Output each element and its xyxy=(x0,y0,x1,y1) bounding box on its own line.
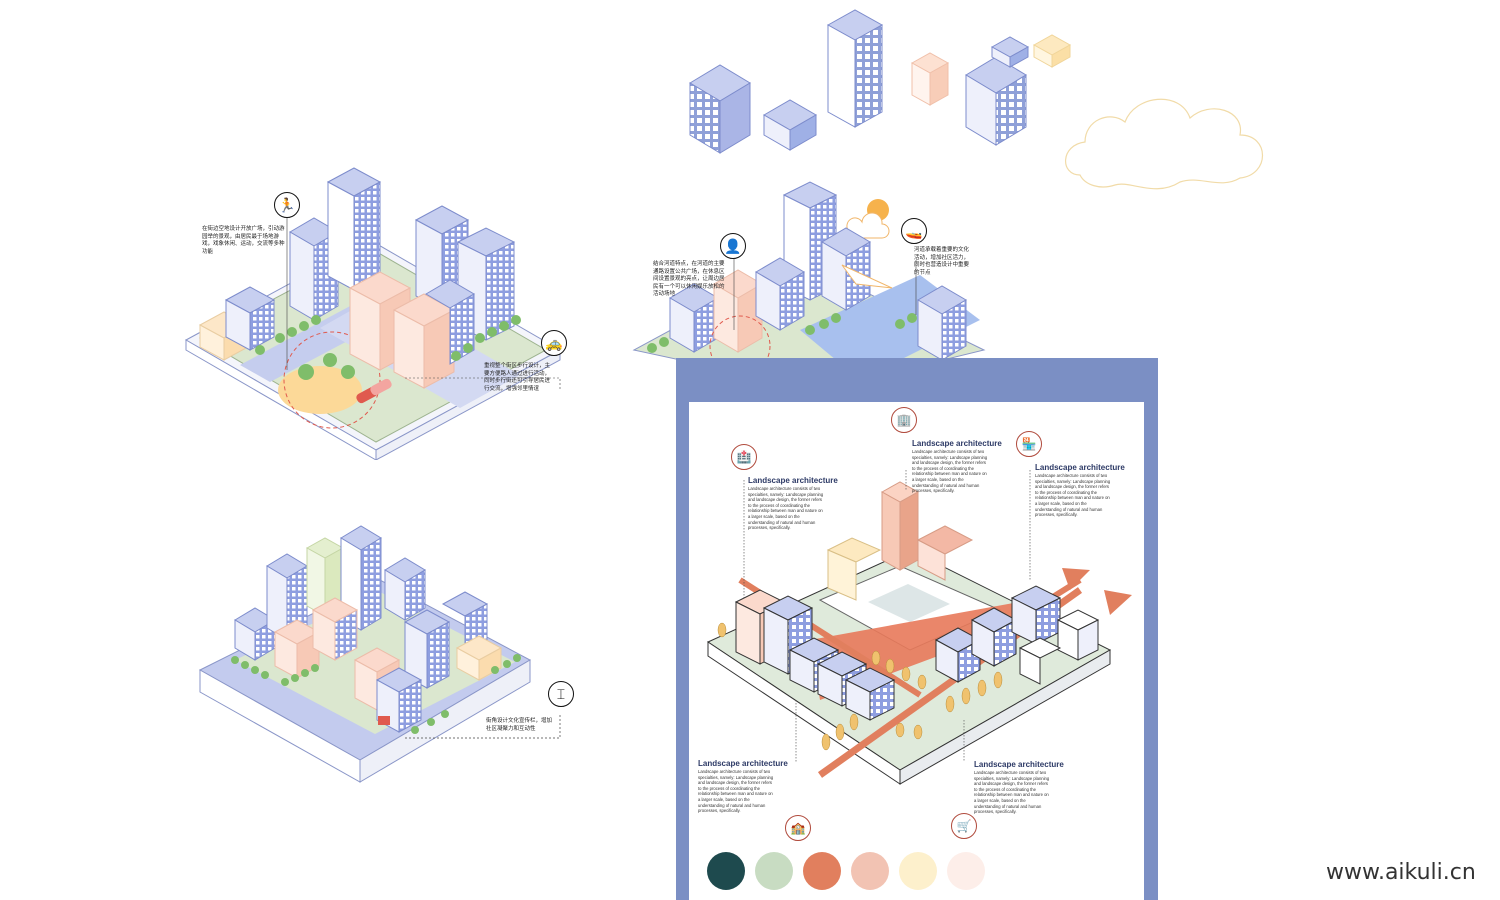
office-building-icon: 🏢 xyxy=(891,407,917,433)
block2-note-right: 河道承载着重要的文化活动，增加社区活力，同时也营造设计中重要的节点 xyxy=(914,247,970,276)
swatch-peach xyxy=(851,852,889,890)
school-icon: 🏫 xyxy=(785,815,811,841)
swatch-sage xyxy=(755,852,793,890)
shop-icon: 🏪 xyxy=(1016,431,1042,457)
signboard-icon: ⌶ xyxy=(548,681,574,707)
isometric-block-1 xyxy=(184,167,562,460)
runner-icon: 🏃 xyxy=(274,192,300,218)
hospital-icon: 🏥 xyxy=(731,444,757,470)
watermark: www.aikuli.cn xyxy=(1326,860,1476,885)
label-2-title: Landscape architecture xyxy=(912,439,1002,448)
label-4-body: Landscape architecture consists of two s… xyxy=(698,769,774,814)
label-1-body: Landscape architecture consists of two s… xyxy=(748,486,824,531)
swatch-coral xyxy=(803,852,841,890)
floating-buildings xyxy=(689,9,1072,154)
taxi-icon: 🚕 xyxy=(541,330,567,356)
label-3-body: Landscape architecture consists of two s… xyxy=(1035,473,1111,518)
label-1-title: Landscape architecture xyxy=(748,476,838,485)
boat-icon: 🚤 xyxy=(901,218,927,244)
swatch-blush xyxy=(947,852,985,890)
label-4-title: Landscape architecture xyxy=(698,759,788,768)
label-5-title: Landscape architecture xyxy=(974,760,1064,769)
label-2-body: Landscape architecture consists of two s… xyxy=(912,449,988,494)
block1-note-right: 重视整个街区步行设计，主要方便路人通过进行活动，同时步行街还可引导居民进行交流，… xyxy=(484,363,551,392)
isometric-block-2 xyxy=(632,181,986,390)
label-5-body: Landscape architecture consists of two s… xyxy=(974,770,1050,815)
swatch-dark-teal xyxy=(707,852,745,890)
swatch-cream xyxy=(899,852,937,890)
block2-note-left: 结合河道特点，在河道的主要通路设置公共广场，在休息区间设置景观的亮点，让周边居民… xyxy=(653,261,725,297)
block1-note-top: 在街边空地设计开放广场，引动游园举的景观，由居民最于场地游戏，戏象休闲、运动，交… xyxy=(202,226,285,255)
market-icon: 🛒 xyxy=(951,813,977,839)
label-3-title: Landscape architecture xyxy=(1035,463,1125,472)
isometric-block-3 xyxy=(198,525,561,783)
block3-note: 街角设计文化宣传栏，增加社区凝聚力和互动性 xyxy=(486,718,553,732)
poster-isometric-map xyxy=(706,470,1132,785)
person-icon: 👤 xyxy=(720,233,746,259)
cloud-outline xyxy=(1065,98,1263,190)
